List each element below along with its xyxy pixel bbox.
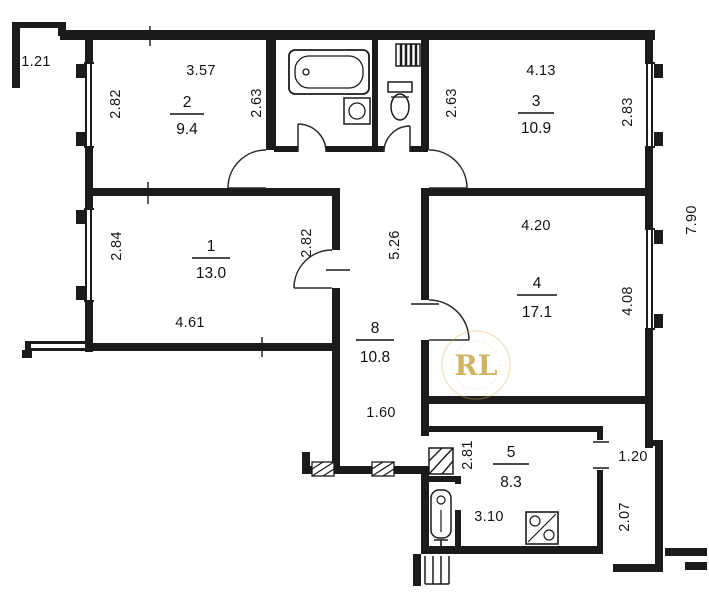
dim-corridor-width: 1.60: [366, 405, 395, 421]
room-number-1: 1: [207, 238, 216, 255]
bathtub-icon: [288, 49, 370, 95]
door-swings: [227, 123, 470, 341]
room-labels: 2 9.4 3 10.9 1 13.0 4 17.1 8 10.8 5 8.3: [176, 93, 552, 491]
dim-room1-height-left: 2.84: [109, 231, 125, 260]
room-label-fraction-bars: [170, 112, 557, 465]
wall-segments: [12, 22, 707, 586]
door-arc-room3: [428, 149, 468, 189]
room-area-4: 17.1: [522, 304, 552, 321]
dim-balcony-height: 2.07: [617, 502, 633, 531]
room-area-5: 8.3: [500, 474, 522, 491]
room-area-3: 10.9: [521, 120, 551, 137]
sink-icon: [343, 97, 371, 125]
dim-room4-height: 4.08: [620, 286, 636, 315]
dimension-ticks: [147, 26, 609, 469]
heater-icon: [430, 489, 452, 539]
dim-room2-width: 3.57: [186, 63, 215, 79]
room-number-3: 3: [532, 93, 541, 110]
entrance-door-hatch: [311, 461, 335, 477]
dim-room1-height-right: 2.82: [299, 228, 315, 257]
dim-room1-width: 4.61: [175, 315, 204, 331]
dim-room3-width: 4.13: [526, 63, 555, 79]
dim-room3-height-left: 2.63: [444, 88, 460, 117]
dim-room5-width: 3.10: [474, 509, 503, 525]
dim-corridor-height: 5.26: [387, 230, 403, 259]
dim-top-left: 1.21: [21, 54, 50, 70]
watermark: RL: [441, 330, 511, 400]
vent-shaft-icon: [395, 43, 421, 67]
vent-shaft-kitchen-icon: [428, 447, 454, 475]
door-arc-bath: [297, 123, 327, 153]
entry-steps-icon: [424, 556, 450, 585]
hall-door-hatch: [371, 461, 395, 477]
room-area-1: 13.0: [196, 265, 227, 282]
door-arc-room1: [293, 249, 333, 289]
door-arc-room2: [227, 149, 267, 189]
fixtures: [288, 49, 559, 585]
dim-room2-height-right: 2.63: [249, 88, 265, 117]
dim-room3-height-right: 2.83: [620, 97, 636, 126]
watermark-ring-icon: [441, 330, 511, 400]
door-arc-wc: [383, 125, 411, 153]
toilet-icon: [387, 81, 413, 121]
threshold-icon: [434, 539, 448, 549]
dim-room4-width: 4.20: [521, 218, 550, 234]
room-area-2: 9.4: [176, 121, 198, 138]
dim-room5-height: 2.81: [460, 440, 476, 469]
shafts-and-hatches: [311, 43, 454, 477]
dim-balcony-width: 1.20: [618, 449, 647, 465]
watermark-logo-text: RL: [455, 349, 498, 382]
dim-room2-height-left: 2.82: [108, 89, 124, 118]
room-number-4: 4: [533, 275, 542, 292]
walls: [12, 22, 707, 586]
stove-icon: [525, 511, 559, 545]
dimension-texts: 1.21 3.57 4.13 4.61 4.20 1.60 3.10 1.20 …: [21, 54, 700, 532]
door-arc-room4: [428, 299, 470, 341]
room-number-5: 5: [507, 444, 516, 461]
room-number-8: 8: [371, 320, 380, 337]
watermark-inner-ring-icon: [451, 340, 501, 390]
room-number-2: 2: [183, 94, 192, 111]
dim-right-total-height: 7.90: [684, 205, 700, 234]
room-area-8: 10.8: [360, 349, 390, 366]
